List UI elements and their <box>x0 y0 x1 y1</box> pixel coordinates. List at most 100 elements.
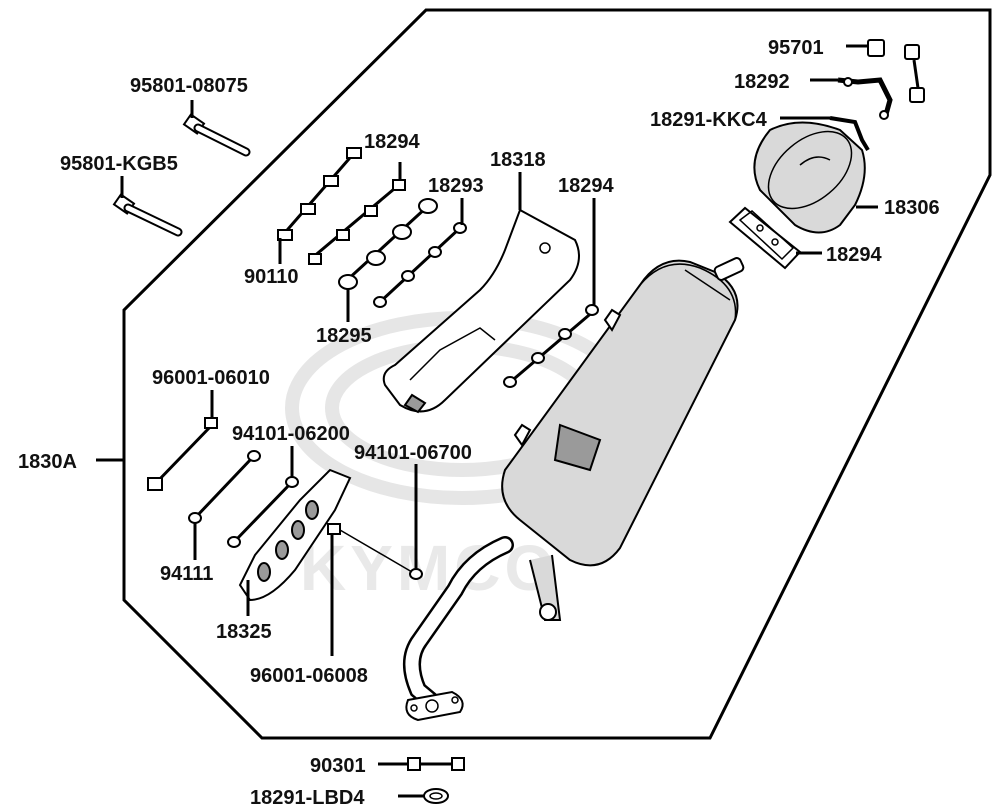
label-18291-kkc4: 18291-KKC4 <box>650 109 768 131</box>
gasket-18291-lbd4-hole <box>429 792 443 800</box>
fasteners-lower-left <box>147 417 423 580</box>
bolt-96001-06010 <box>204 417 218 429</box>
bolt-95701-shank <box>912 59 920 89</box>
heat-shield-tab-upper <box>603 308 622 332</box>
flange-port <box>425 699 439 713</box>
heat-shield-crease <box>409 327 496 381</box>
label-18318: 18318 <box>490 149 546 171</box>
washer-18293-b <box>428 246 442 258</box>
label-18294-upper: 18294 <box>364 131 420 153</box>
label-18292: 18292 <box>734 71 790 93</box>
label-18293: 18293 <box>428 175 484 197</box>
spacer-18295-column <box>343 204 430 284</box>
leader-96001-06008-assembly <box>339 529 413 573</box>
label-90110: 90110 <box>244 266 299 288</box>
bolt-90110-g <box>336 229 350 241</box>
spacers-18295 <box>338 198 438 290</box>
label-96001-06010: 96001-06010 <box>152 367 270 389</box>
label-1830a: 1830A <box>18 451 77 473</box>
label-95801-kgb5: 95801-KGB5 <box>60 153 178 175</box>
label-96001-06008: 96001-06008 <box>250 665 368 687</box>
heat-shield-18325 <box>238 468 352 602</box>
gasket-hole-2 <box>771 238 779 246</box>
washer-94111-b <box>227 536 241 548</box>
bolt-90110-h <box>308 253 322 265</box>
heat-shield-18318 <box>382 208 580 414</box>
bolt-96001-06008 <box>327 523 341 535</box>
end-cap-opening <box>767 130 853 210</box>
muffler-body <box>501 259 739 567</box>
washer-18293-column <box>378 226 462 304</box>
bolts-90110 <box>277 147 406 265</box>
bolt-95701-head-3 <box>909 87 925 103</box>
mount-hole <box>539 603 557 621</box>
end-cap-body <box>753 121 866 234</box>
washer-18293-d <box>373 296 387 308</box>
bolt-96001-06010-line <box>153 423 214 486</box>
shield-slot-3 <box>275 540 289 560</box>
bracket-18292-hole-1 <box>843 77 853 87</box>
muffler-seam <box>684 269 731 301</box>
label-18306: 18306 <box>884 197 940 219</box>
label-94101-06700: 94101-06700 <box>354 442 472 464</box>
heat-shield-clip <box>403 393 427 414</box>
muffler <box>501 257 745 621</box>
heat-shield-body <box>382 208 580 413</box>
washer-18294-c <box>531 352 545 364</box>
washer-18294-column <box>507 308 596 386</box>
washer-94101-06700 <box>409 568 423 580</box>
flange-hole-right <box>451 696 459 704</box>
label-90301: 90301 <box>310 755 366 777</box>
bracket-18292-hole-2 <box>879 110 889 120</box>
washer-94101-06200-line <box>193 456 254 520</box>
spacer-18295-d <box>338 274 358 290</box>
washer-94101-06200-b <box>188 512 202 524</box>
washer-18294-b <box>558 328 572 340</box>
leader-lines <box>96 44 878 798</box>
washers-18294-mid <box>503 304 599 388</box>
muffler-end-cap <box>639 263 737 321</box>
end-cap-slot <box>799 156 831 166</box>
assembly-boundary <box>122 8 992 740</box>
flange-hole-left <box>410 704 418 712</box>
bolt-90110-a <box>346 147 362 159</box>
heat-shield-tab <box>513 423 532 447</box>
nut-96001-06010 <box>147 477 163 491</box>
clamp-18291-kkc4-path <box>829 116 870 152</box>
bolt-90110-d <box>277 229 293 241</box>
spacer-18295-a <box>418 198 438 214</box>
bolt-95701-head-1 <box>867 39 885 57</box>
brackets-18292 <box>837 77 893 120</box>
washers-18293 <box>373 222 467 308</box>
label-18294-gasket: 18294 <box>826 244 882 266</box>
gasket-18291-lbd4 <box>423 788 449 804</box>
gasket-hole-1 <box>756 224 764 232</box>
shield-slot-1 <box>305 500 319 520</box>
bolt-90110-column <box>280 151 357 237</box>
heat-shield-hole <box>539 242 551 254</box>
label-95701: 95701 <box>768 37 824 59</box>
shield-slot-4 <box>257 562 271 582</box>
washer-94111-line <box>232 480 294 544</box>
label-94101-06200: 94101-06200 <box>232 423 350 445</box>
end-cap-18306 <box>753 121 866 234</box>
washer-18294-d <box>503 376 517 388</box>
bolt-90110-c <box>300 203 316 215</box>
bolt-95701-head-2 <box>904 44 920 60</box>
exhaust-pipe <box>403 536 514 722</box>
bolt-95801-kgb5-shank-inner <box>125 205 181 235</box>
washer-18293-c <box>401 270 415 282</box>
tail-pipe <box>713 257 745 281</box>
bolt-95801-kgb5 <box>112 193 183 237</box>
washer-94111-a <box>285 476 299 488</box>
washer-18293-a <box>453 222 467 234</box>
bolt-90301-b <box>451 757 465 771</box>
label-18291-lbd4: 18291-LBD4 <box>250 787 365 809</box>
bolt-90110-e <box>392 179 406 191</box>
label-18294-right: 18294 <box>558 175 614 197</box>
muffler-bracket <box>553 423 602 472</box>
part-labels: 95701 18292 18291-KKC4 18306 18294 95801… <box>18 37 940 809</box>
bolts-95701 <box>867 39 925 103</box>
